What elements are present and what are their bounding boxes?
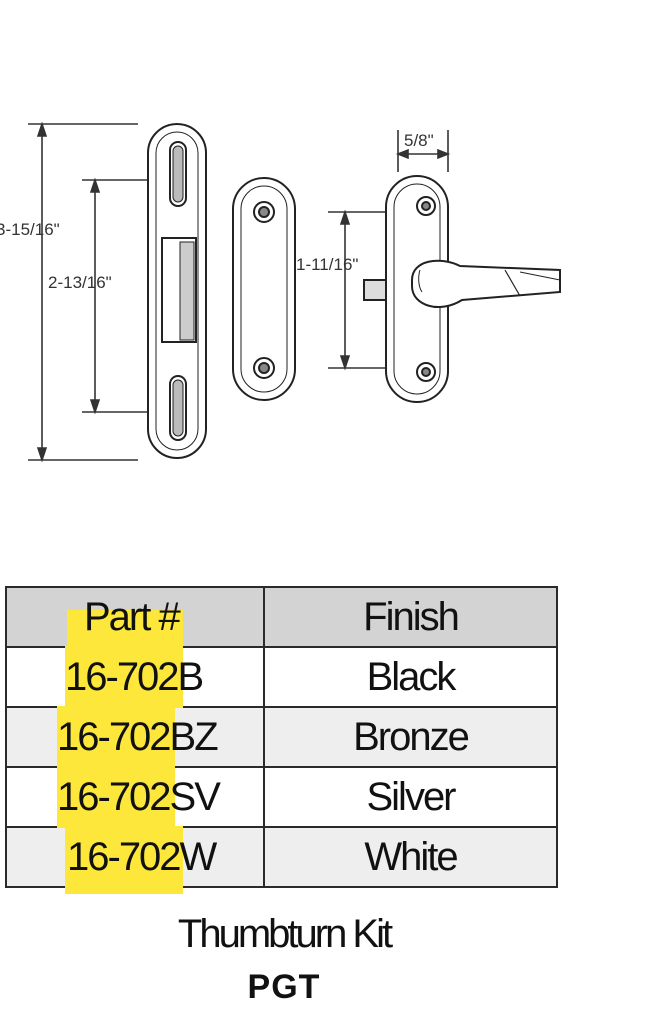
highlight-mark (65, 826, 183, 894)
part-number-header: Part # (5, 586, 265, 648)
parts-table: Part # Finish 16-702B Black 16-702BZ Bro… (5, 586, 558, 894)
part-number-cell: 16-702BZ (5, 706, 265, 768)
brand-name: PGT (247, 968, 321, 1006)
table-row: 16-702W White (5, 826, 558, 894)
finish-cell: Black (263, 646, 558, 708)
finish-header: Finish (263, 586, 558, 648)
slot-spacing-label: 2-13/16" (48, 273, 112, 292)
slot-spacing-dimension (82, 177, 175, 415)
finish-cell: White (263, 826, 558, 888)
hardware-drawing: 3-15/16" 2-13/16" 1-11/16" (0, 121, 561, 463)
strike-plate (147, 123, 207, 459)
cover-plate (232, 177, 296, 401)
finish-cell: Silver (263, 766, 558, 828)
width-label: 5/8" (404, 131, 434, 150)
highlight-mark (57, 766, 175, 828)
highlight-mark (57, 706, 175, 768)
overall-height-dimension (28, 121, 138, 463)
table-row: 16-702SV Silver (5, 766, 558, 828)
highlight-mark (67, 610, 183, 648)
part-number-cell: 16-702W (5, 826, 265, 894)
overall-height-label: 3-15/16" (0, 220, 60, 239)
width-dimension (395, 130, 451, 172)
highlight-mark (65, 646, 183, 708)
finish-cell: Bronze (263, 706, 558, 768)
table-header-row: Part # Finish (5, 586, 558, 648)
part-number-cell: 16-702SV (5, 766, 265, 828)
hole-spacing-label: 1-11/16" (296, 255, 358, 274)
thumbturn (363, 175, 561, 403)
table-row: 16-702BZ Bronze (5, 706, 558, 768)
product-caption: Thumbturn Kit (177, 912, 393, 956)
table-row: 16-702B Black (5, 646, 558, 708)
part-number-cell: 16-702B (5, 646, 265, 708)
